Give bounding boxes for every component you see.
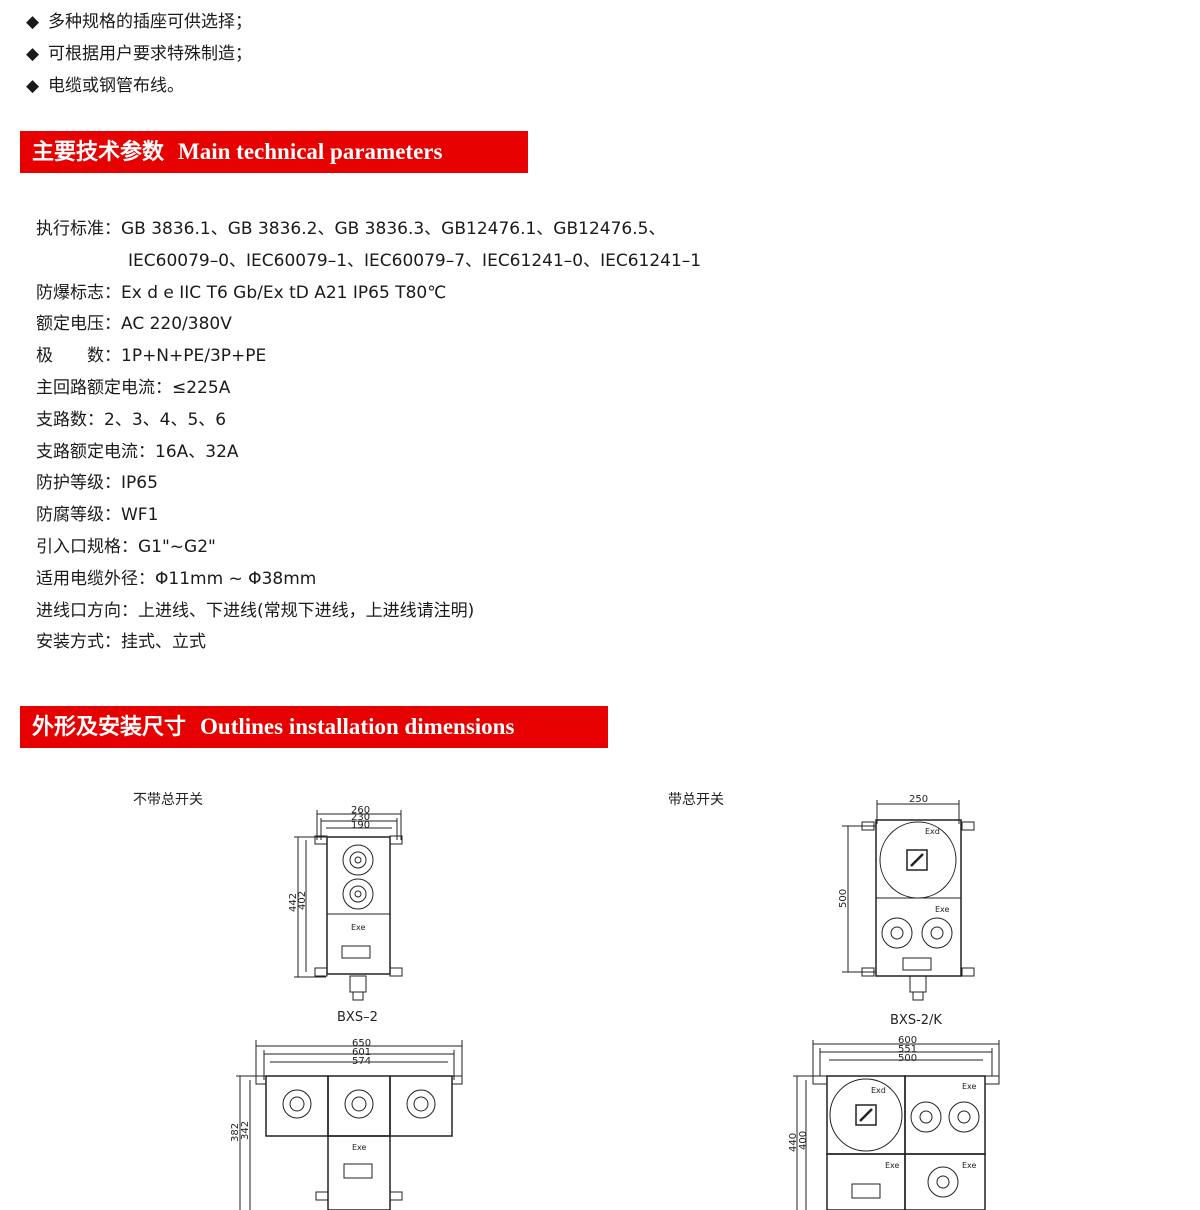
feature-item: ◆多种规格的插座可供选择； [26, 12, 252, 32]
param-standard-cont: IEC60079–0、IEC60079–1、IEC60079–7、IEC6124… [128, 250, 702, 271]
svg-text:260: 260 [351, 805, 370, 816]
outline-drawings: 不带总开关 带总开关 260 230 190 442 402 Exe BXS–2… [0, 780, 1200, 1210]
svg-text:382: 382 [230, 1123, 241, 1142]
param-anticorrosion: 防腐等级：WF1 [36, 505, 159, 526]
drawing-bxs-2: 260 230 190 442 402 Exe BXS–2 [288, 805, 403, 1025]
svg-text:Exd: Exd [871, 1086, 886, 1095]
param-entry-direction: 进线口方向：上进线、下进线(常规下进线，上进线请注明) [36, 600, 475, 621]
model-label-bxs-2: BXS–2 [337, 1010, 378, 1025]
drawing-bxs-2k: 250 500 Exd Exe BXS-2/K [838, 794, 975, 1028]
svg-text:440: 440 [788, 1133, 799, 1152]
svg-text:342: 342 [240, 1121, 251, 1140]
svg-text:500: 500 [898, 1053, 917, 1064]
param-main-current: 主回路额定电流：≤225A [36, 377, 231, 398]
svg-text:Exe: Exe [351, 923, 366, 932]
svg-text:402: 402 [297, 891, 308, 910]
param-entry: 引入口规格：G1"~G2" [36, 536, 216, 557]
param-poles: 极 数：1P+N+PE/3P+PE [36, 346, 267, 367]
caption-with-main-switch: 带总开关 [668, 792, 724, 808]
svg-text:230: 230 [351, 812, 370, 823]
caption-without-main-switch: 不带总开关 [133, 792, 203, 808]
svg-text:Exe: Exe [962, 1161, 977, 1170]
drawings-svg: 不带总开关 带总开关 260 230 190 442 402 Exe BXS–2… [133, 792, 1000, 1210]
param-branches: 支路数：2、3、4、5、6 [36, 409, 227, 430]
svg-text:574: 574 [352, 1056, 371, 1067]
svg-text:250: 250 [909, 794, 928, 805]
param-ip: 防护等级：IP65 [36, 473, 158, 494]
param-cable-od: 适用电缆外径：Φ11mm ~ Φ38mm [36, 568, 317, 589]
drawing-bxs-3: 650 601 574 382 342 Exe [230, 1038, 463, 1210]
param-branch-current: 支路额定电流：16A、32A [36, 441, 239, 462]
svg-text:Exe: Exe [885, 1161, 900, 1170]
feature-item: ◆电缆或钢管布线。 [26, 76, 184, 96]
model-label-bxs-2k: BXS-2/K [890, 1013, 942, 1028]
svg-text:190: 190 [351, 820, 370, 831]
svg-text:500: 500 [838, 889, 849, 908]
svg-text:Exd: Exd [925, 827, 940, 836]
svg-text:442: 442 [288, 893, 299, 912]
svg-text:650: 650 [352, 1038, 371, 1049]
feature-list: ◆多种规格的插座可供选择； ◆可根据用户要求特殊制造； ◆电缆或钢管布线。 [26, 6, 252, 102]
param-voltage: 额定电压：AC 220/380V [36, 314, 232, 335]
svg-text:Exe: Exe [962, 1082, 977, 1091]
param-mounting: 安装方式：挂式、立式 [36, 632, 206, 653]
parameter-list: 执行标准：GB 3836.1、GB 3836.2、GB 3836.3、GB124… [36, 214, 701, 659]
svg-text:600: 600 [898, 1035, 917, 1046]
svg-text:400: 400 [798, 1131, 809, 1150]
param-ex-marking: 防爆标志：Ex d e IIC T6 Gb/Ex tD A21 IP65 T80… [36, 282, 447, 303]
svg-text:Exe: Exe [352, 1143, 367, 1152]
drawing-bxs-3k: 600 551 500 440 400 Exd Exe Exe Exe [788, 1035, 1000, 1210]
feature-item: ◆可根据用户要求特殊制造； [26, 44, 252, 64]
svg-text:Exe: Exe [935, 905, 950, 914]
svg-text:551: 551 [898, 1044, 917, 1055]
svg-text:601: 601 [352, 1047, 371, 1058]
param-standard: 执行标准：GB 3836.1、GB 3836.2、GB 3836.3、GB124… [36, 219, 666, 239]
